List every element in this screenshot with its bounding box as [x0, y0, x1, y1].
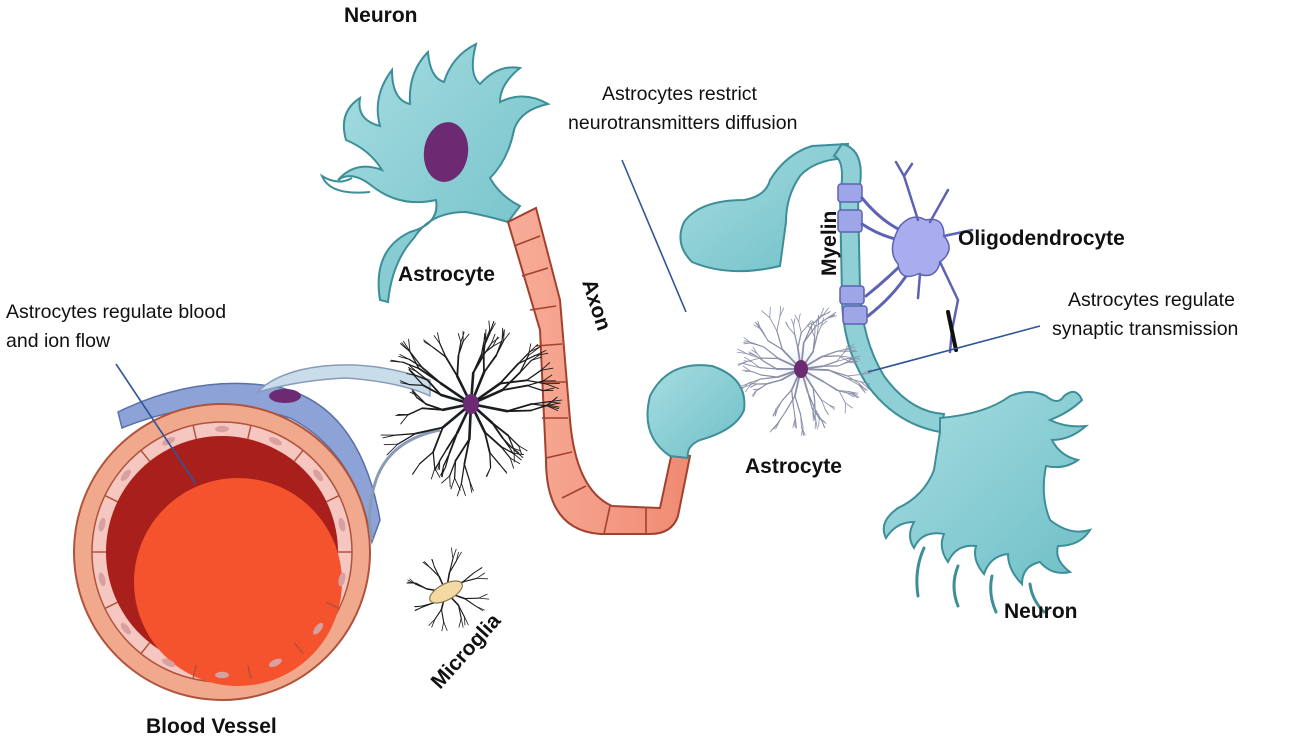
label-blood-vessel: Blood Vessel [146, 715, 277, 738]
label-myelin: Myelin [818, 211, 841, 276]
annotation-blood-flow-2: and ion flow [6, 330, 111, 352]
label-astrocyte-left: Astrocyte [398, 263, 495, 286]
callout-restrict [622, 160, 686, 312]
astrocyte-right-nucleus [794, 360, 808, 378]
axon-terminal [648, 365, 745, 458]
label-axon: Axon [577, 276, 615, 333]
vessel-blood [134, 478, 342, 686]
label-neuron-top: Neuron [344, 4, 418, 27]
endfoot-nucleus [269, 389, 301, 403]
blood-vessel [74, 383, 380, 700]
oligodendrocyte-body [892, 217, 949, 276]
annotation-restrict-2: neurotransmitters diffusion [568, 112, 797, 134]
astrocyte-left-nucleus [463, 394, 479, 414]
neuron-right [680, 144, 1090, 612]
label-microglia: Microglia [427, 609, 506, 693]
microglia [407, 548, 489, 631]
microglia-body [426, 576, 465, 607]
annotation-synaptic-1: Astrocytes regulate [1068, 289, 1235, 311]
label-neuron-bottom: Neuron [1004, 600, 1078, 623]
annotation-blood-flow-1: Astrocytes regulate blood [6, 301, 226, 323]
oligodendrocyte [862, 162, 972, 352]
label-astrocyte-right: Astrocyte [745, 455, 842, 478]
annotation-synaptic-2: synaptic transmission [1052, 318, 1238, 340]
annotation-restrict-1: Astrocytes restrict [602, 83, 758, 105]
label-oligodendrocyte: Oligodendrocyte [958, 227, 1125, 250]
